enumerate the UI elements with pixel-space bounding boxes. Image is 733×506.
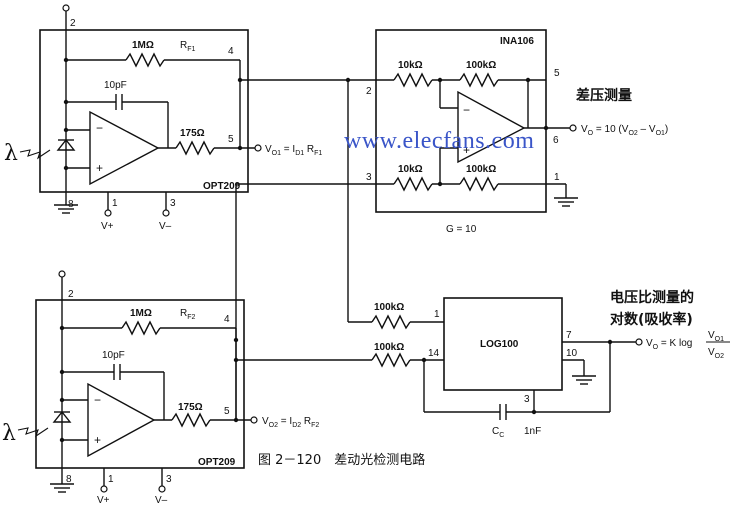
top-cap-value: 10pF bbox=[104, 80, 127, 91]
bottom-lambda: λ bbox=[2, 421, 16, 446]
svg-text:+: + bbox=[463, 143, 470, 157]
log100-part-name: LOG100 bbox=[480, 339, 519, 350]
bottom-pin5-label: 5 bbox=[224, 406, 230, 417]
top-pin4-label: 4 bbox=[228, 46, 234, 57]
bottom-out-resistor bbox=[171, 412, 211, 428]
top-out-resistor bbox=[175, 140, 215, 156]
top-vplus: V+ bbox=[101, 221, 114, 232]
ina106-box bbox=[375, 29, 547, 213]
log-cap-value: 1nF bbox=[524, 426, 541, 437]
top-pin8-label: 8 bbox=[68, 199, 74, 210]
log100-box bbox=[443, 297, 563, 391]
top-opt209-box bbox=[39, 29, 249, 193]
log-r2-value: 100kΩ bbox=[374, 342, 404, 353]
figure-caption: 图 2－120 差动光检测电路 bbox=[258, 452, 425, 468]
ina106: INA106 2 3 10kΩ 100kΩ 5 − + 6 10kΩ bbox=[366, 29, 668, 235]
svg-text:+: + bbox=[94, 433, 101, 447]
ina-r4-value: 100kΩ bbox=[466, 164, 496, 175]
svg-text:−: − bbox=[94, 393, 101, 407]
ina-title: 差压测量 bbox=[576, 87, 632, 104]
ina-r2-value: 100kΩ bbox=[466, 60, 496, 71]
bottom-photodiode bbox=[52, 410, 72, 423]
log-out-terminal bbox=[635, 338, 643, 346]
top-part-name: OPT209 bbox=[203, 181, 241, 192]
svg-text:−: − bbox=[96, 121, 103, 135]
ina-r2 bbox=[459, 72, 499, 88]
bottom-cap-value: 10pF bbox=[102, 350, 125, 361]
svg-text:+: + bbox=[96, 161, 103, 175]
top-rf-resistor bbox=[125, 52, 165, 68]
log-cap-name: CC bbox=[492, 426, 504, 439]
bottom-vminus: V– bbox=[155, 495, 168, 506]
ina-pin6-label: 6 bbox=[553, 135, 559, 146]
top-pin2-label: 2 bbox=[70, 18, 76, 29]
ina-r3 bbox=[393, 176, 433, 192]
bottom-rf-name: RF2 bbox=[180, 308, 196, 321]
log-frac-num: VO1 bbox=[708, 330, 724, 343]
top-out-terminal bbox=[254, 144, 262, 152]
svg-text:−: − bbox=[463, 103, 470, 117]
top-out-label: VO1 = ID1 RF1 bbox=[265, 144, 322, 157]
ina-r1-value: 10kΩ bbox=[398, 60, 423, 71]
top-opt209: 2 1MΩ RF1 4 10pF − + λ 175Ω bbox=[4, 4, 322, 232]
log-r1-value: 100kΩ bbox=[374, 302, 404, 313]
log-pin14-label: 14 bbox=[428, 348, 440, 359]
log-r2 bbox=[371, 352, 411, 368]
bottom-pin3-label: 3 bbox=[166, 474, 172, 485]
log100: LOG100 100kΩ 1 100kΩ 14 3 CC 1nF 7 10 电压… bbox=[371, 289, 730, 439]
ina106-part-name: INA106 bbox=[500, 36, 534, 47]
ina-gain: G = 10 bbox=[446, 224, 477, 235]
top-photodiode bbox=[56, 138, 76, 151]
bottom-part-name: OPT209 bbox=[198, 457, 236, 468]
log-title-2: 对数(吸收率) bbox=[610, 311, 693, 328]
ina-pin1-label: 1 bbox=[554, 172, 560, 183]
ina-r3-value: 10kΩ bbox=[398, 164, 423, 175]
bottom-pin1-label: 1 bbox=[108, 474, 114, 485]
ina-pin2-label: 2 bbox=[366, 86, 372, 97]
log-output-label: VO = K log bbox=[646, 338, 692, 351]
top-pin5-label: 5 bbox=[228, 134, 234, 145]
top-pin3-label: 3 bbox=[170, 198, 176, 209]
bottom-vplus: V+ bbox=[97, 495, 110, 506]
top-lambda: λ bbox=[4, 141, 18, 166]
top-vminus: V– bbox=[159, 221, 172, 232]
ina-pin3-label: 3 bbox=[366, 172, 372, 183]
bottom-out-terminal bbox=[250, 416, 258, 424]
ina-output-label: VO = 10 (VO2 – VO1) bbox=[581, 124, 668, 137]
ina-r1 bbox=[393, 72, 433, 88]
bottom-pin8-label: 8 bbox=[66, 474, 72, 485]
top-rf-name: RF1 bbox=[180, 40, 196, 53]
ina-out-terminal bbox=[569, 124, 577, 132]
log-pin10-label: 10 bbox=[566, 348, 578, 359]
bottom-pin2-terminal bbox=[58, 270, 66, 278]
ina-r4 bbox=[459, 176, 499, 192]
bottom-out-res-value: 175Ω bbox=[178, 402, 203, 413]
log-pin7-label: 7 bbox=[566, 330, 572, 341]
ina-pin5-label: 5 bbox=[554, 68, 560, 79]
bottom-opt209: 2 1MΩ RF2 4 10pF − + λ 175Ω 5 VO2 = ID2 bbox=[2, 270, 319, 506]
top-opamp bbox=[89, 110, 160, 186]
log-pin1-label: 1 bbox=[434, 309, 440, 320]
ina-opamp bbox=[457, 90, 526, 164]
top-pin2-terminal bbox=[62, 4, 70, 12]
top-pin1-label: 1 bbox=[112, 198, 118, 209]
log-frac-den: VO2 bbox=[708, 347, 724, 360]
bottom-out-label: VO2 = ID2 RF2 bbox=[262, 416, 319, 429]
bottom-rf-value: 1MΩ bbox=[130, 308, 152, 319]
top-rf-value: 1MΩ bbox=[132, 40, 154, 51]
log-pin3-label: 3 bbox=[524, 394, 530, 405]
bottom-opt209-box bbox=[35, 299, 245, 469]
log-title-1: 电压比测量的 bbox=[610, 289, 694, 306]
watermark: www.elecfans.com bbox=[344, 128, 534, 154]
bottom-rf-resistor bbox=[121, 320, 161, 336]
bottom-opamp bbox=[87, 382, 156, 458]
bottom-pin2-label: 2 bbox=[68, 289, 74, 300]
log-r1 bbox=[371, 314, 411, 330]
bottom-pin4-label: 4 bbox=[224, 314, 230, 325]
top-out-res-value: 175Ω bbox=[180, 128, 205, 139]
